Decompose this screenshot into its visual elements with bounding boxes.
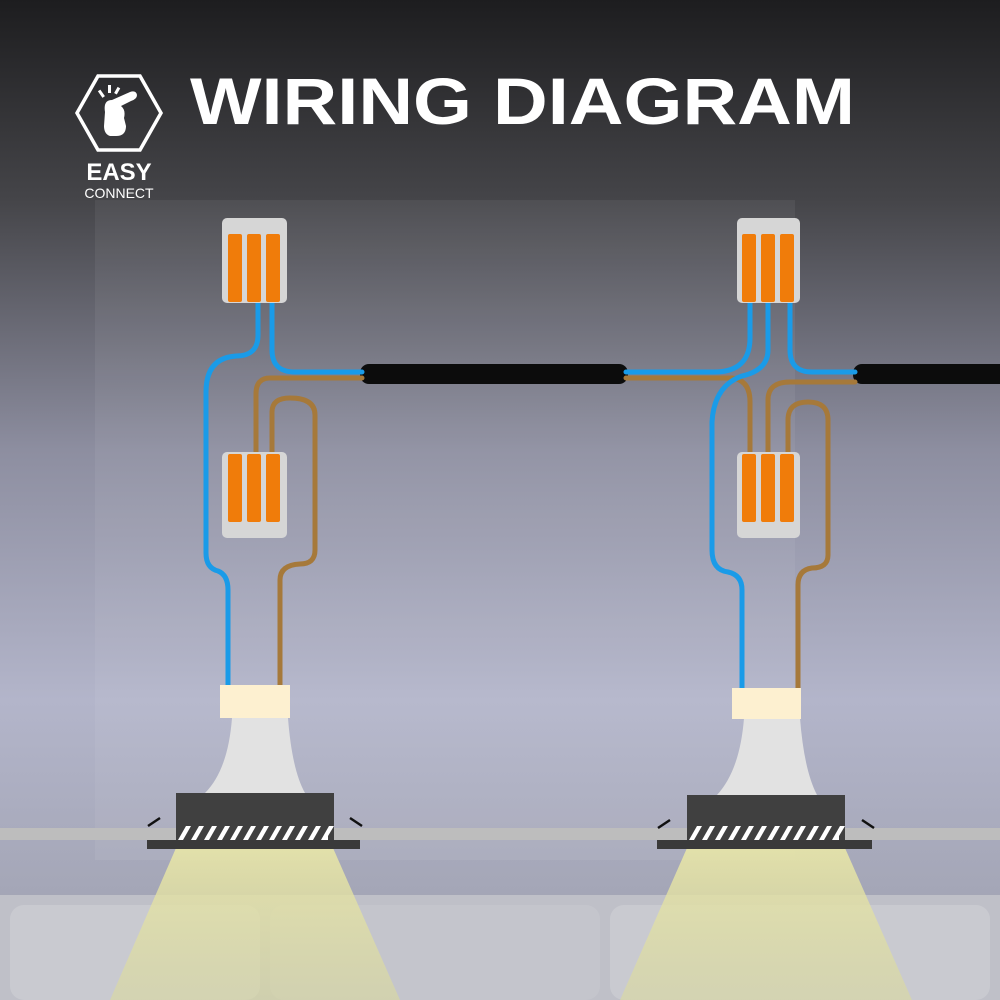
light-beam — [620, 848, 912, 1000]
spring-clip — [349, 816, 363, 828]
terminal-block — [220, 685, 290, 718]
badge-line2: CONNECT — [84, 185, 154, 201]
fixture-housing — [687, 795, 845, 840]
fixture-housing — [176, 793, 334, 840]
wago-connector — [737, 218, 800, 303]
fixture-vent-stripes — [689, 826, 845, 840]
fixture-vent-stripes — [178, 826, 334, 840]
spring-clip — [861, 818, 875, 830]
hand-click-icon — [97, 85, 137, 136]
page-title: WIRING DIAGRAM — [190, 64, 855, 138]
cable-segment — [360, 364, 628, 384]
wago-connector — [737, 452, 800, 538]
wago-connector — [222, 452, 287, 538]
light-beam — [110, 848, 400, 1000]
wires-fixture-1 — [203, 300, 365, 688]
wall-panel — [95, 200, 795, 860]
terminal-block — [732, 688, 801, 719]
hexagon-icon — [74, 74, 164, 152]
downlight-fixture-2 — [620, 688, 912, 1000]
fixture-flange — [147, 840, 360, 849]
downlight-fixture-1 — [110, 685, 400, 1000]
wires-fixture-2 — [623, 300, 858, 691]
wago-connector — [222, 218, 287, 303]
lamp-body — [205, 718, 305, 793]
lamp-body — [717, 718, 817, 795]
ceiling — [0, 828, 1000, 840]
easy-connect-badge: EASY CONNECT — [74, 74, 164, 201]
cable-segment — [853, 364, 1000, 384]
fixture-flange — [657, 840, 872, 849]
badge-line1: EASY — [86, 159, 151, 186]
spring-clip — [147, 816, 161, 828]
spring-clip — [657, 818, 671, 830]
